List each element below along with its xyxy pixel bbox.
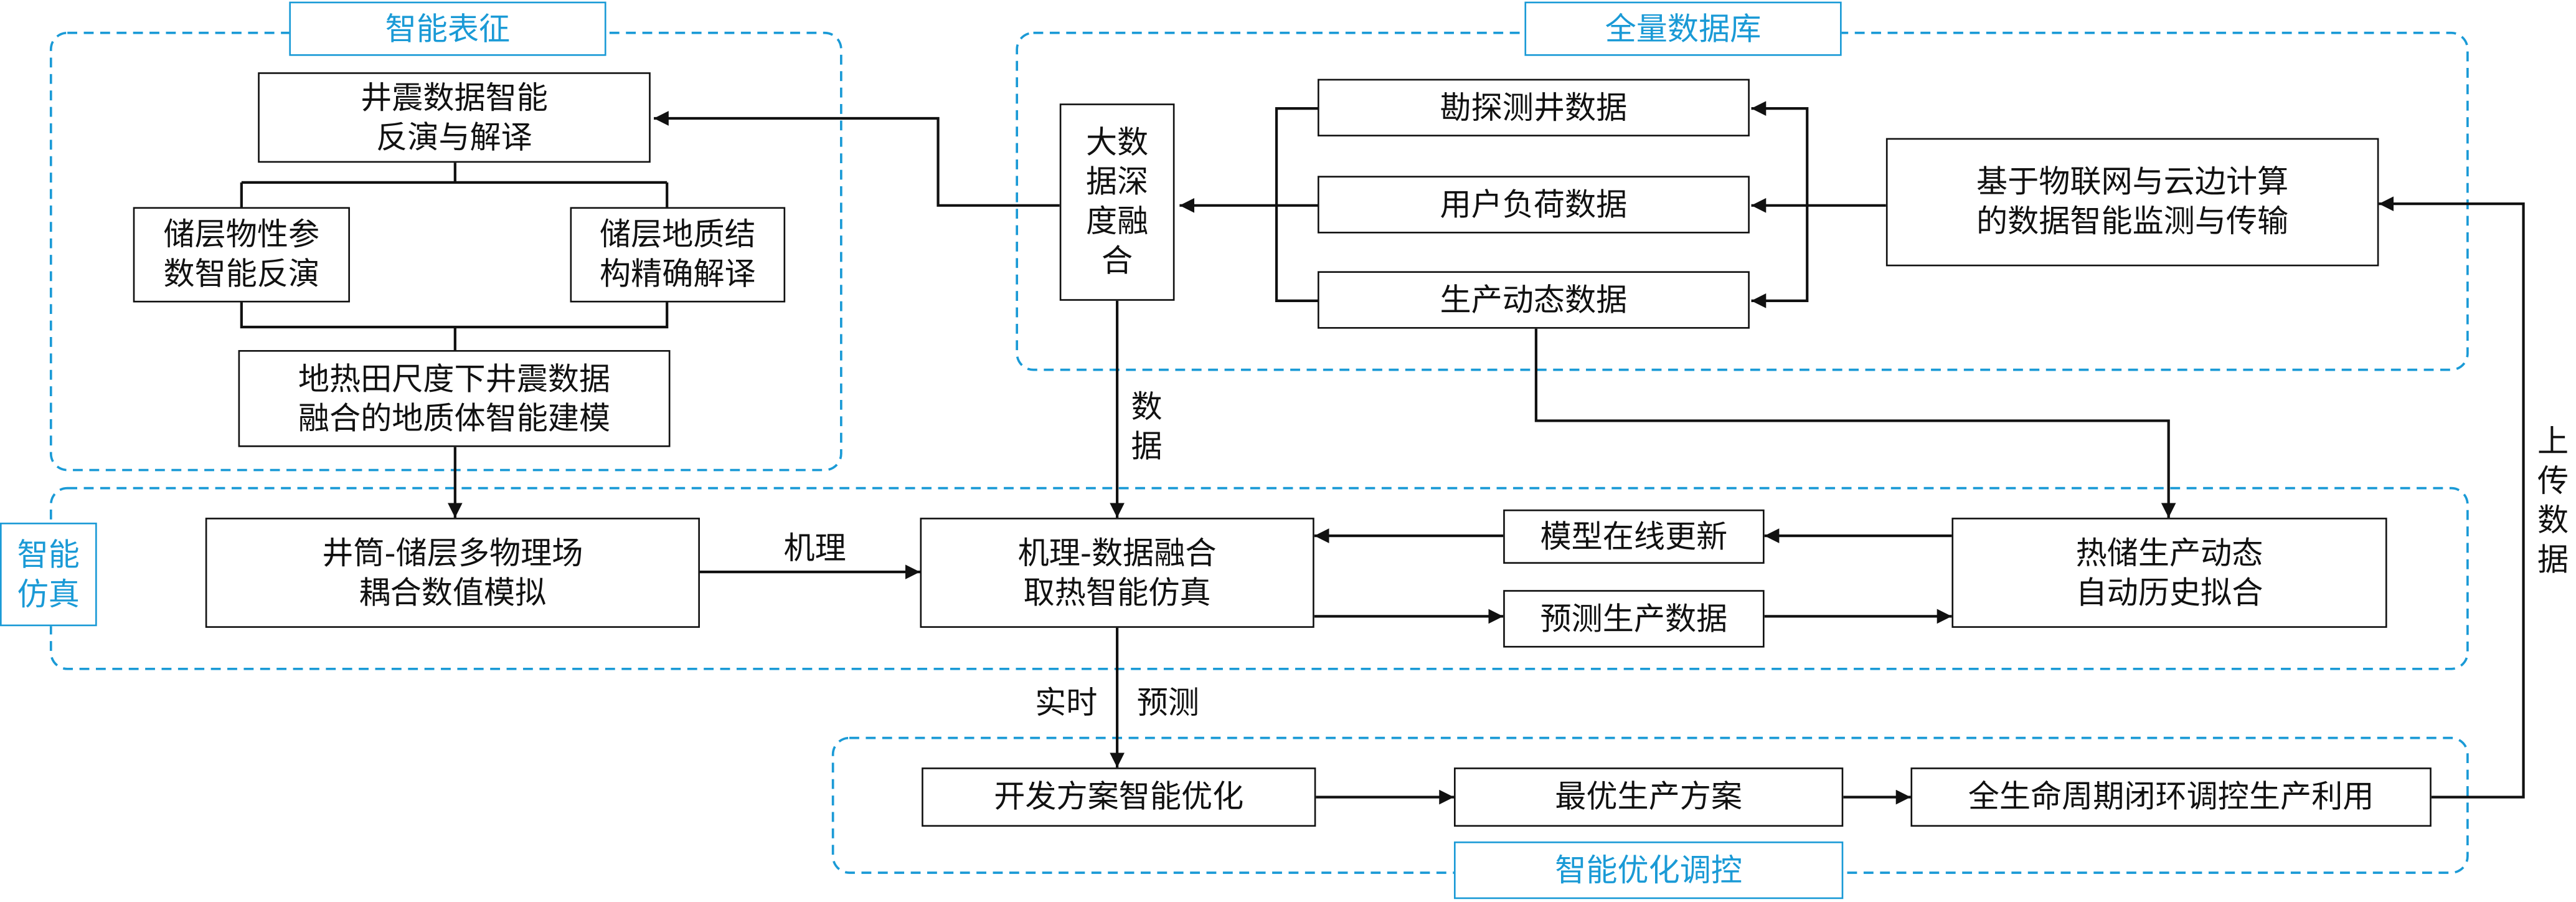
edge-label-prediction: 预测 [1136,685,1200,722]
edge-label-mechanism: 机理 [783,531,846,567]
node-production-dynamic-data: 生产动态数据 [1317,271,1750,329]
edge-production-to-history [1534,328,2176,518]
group-title-simulation: 智能 仿真 [0,523,97,627]
edge-fusion-to-inversion [654,111,1060,207]
edge-sources-to-fusion [1179,107,1318,302]
edge-label-upload-data: 上 传 数 据 [2531,422,2575,581]
node-reservoir-structure-interpretation: 储层地质结 构精确解译 [570,207,786,303]
node-reservoir-property-inversion: 储层物性参 数智能反演 [133,207,350,303]
node-iot-cloud-edge-monitoring: 基于物联网与云边计算 的数据智能监测与传输 [1885,138,2379,267]
edge-label-realtime: 实时 [1035,685,1098,722]
node-mechanism-data-fusion-simulation: 机理-数据融合 取热智能仿真 [920,518,1314,628]
group-title-optimization: 智能优化调控 [1453,841,1844,900]
node-exploration-logging-data: 勘探测井数据 [1317,78,1750,136]
edge-inversion-to-branches [240,161,669,207]
edge-branches-to-model [240,302,669,350]
node-predicted-production-data: 预测生产数据 [1503,590,1765,648]
node-wellbore-reservoir-simulation: 井筒-储层多物理场 耦合数值模拟 [205,518,700,628]
node-user-load-data: 用户负荷数据 [1317,176,1750,234]
node-development-plan-optimization: 开发方案智能优化 [922,767,1316,827]
node-optimal-production-plan: 最优生产方案 [1453,767,1844,827]
edge-label-data: 数 据 [1131,389,1163,465]
node-history-matching: 热储生产动态 自动历史拟合 [1951,518,2387,628]
node-seismic-inversion: 井震数据智能 反演与解译 [258,72,651,163]
node-lifecycle-closed-loop-control: 全生命周期闭环调控生产利用 [1910,767,2432,827]
edge-upload-feedback [2379,196,2525,799]
group-title-database: 全量数据库 [1524,1,1842,56]
edge-iot-bus-top [1751,101,1809,206]
node-geobody-intelligent-modeling: 地热田尺度下井震数据 融合的地质体智能建模 [238,349,671,447]
group-title-characterization: 智能表征 [289,1,606,56]
node-big-data-fusion: 大数 据深 度融 合 [1059,103,1175,301]
node-model-online-update: 模型在线更新 [1503,509,1765,564]
edge-iot-bus-bottom [1751,205,1809,308]
